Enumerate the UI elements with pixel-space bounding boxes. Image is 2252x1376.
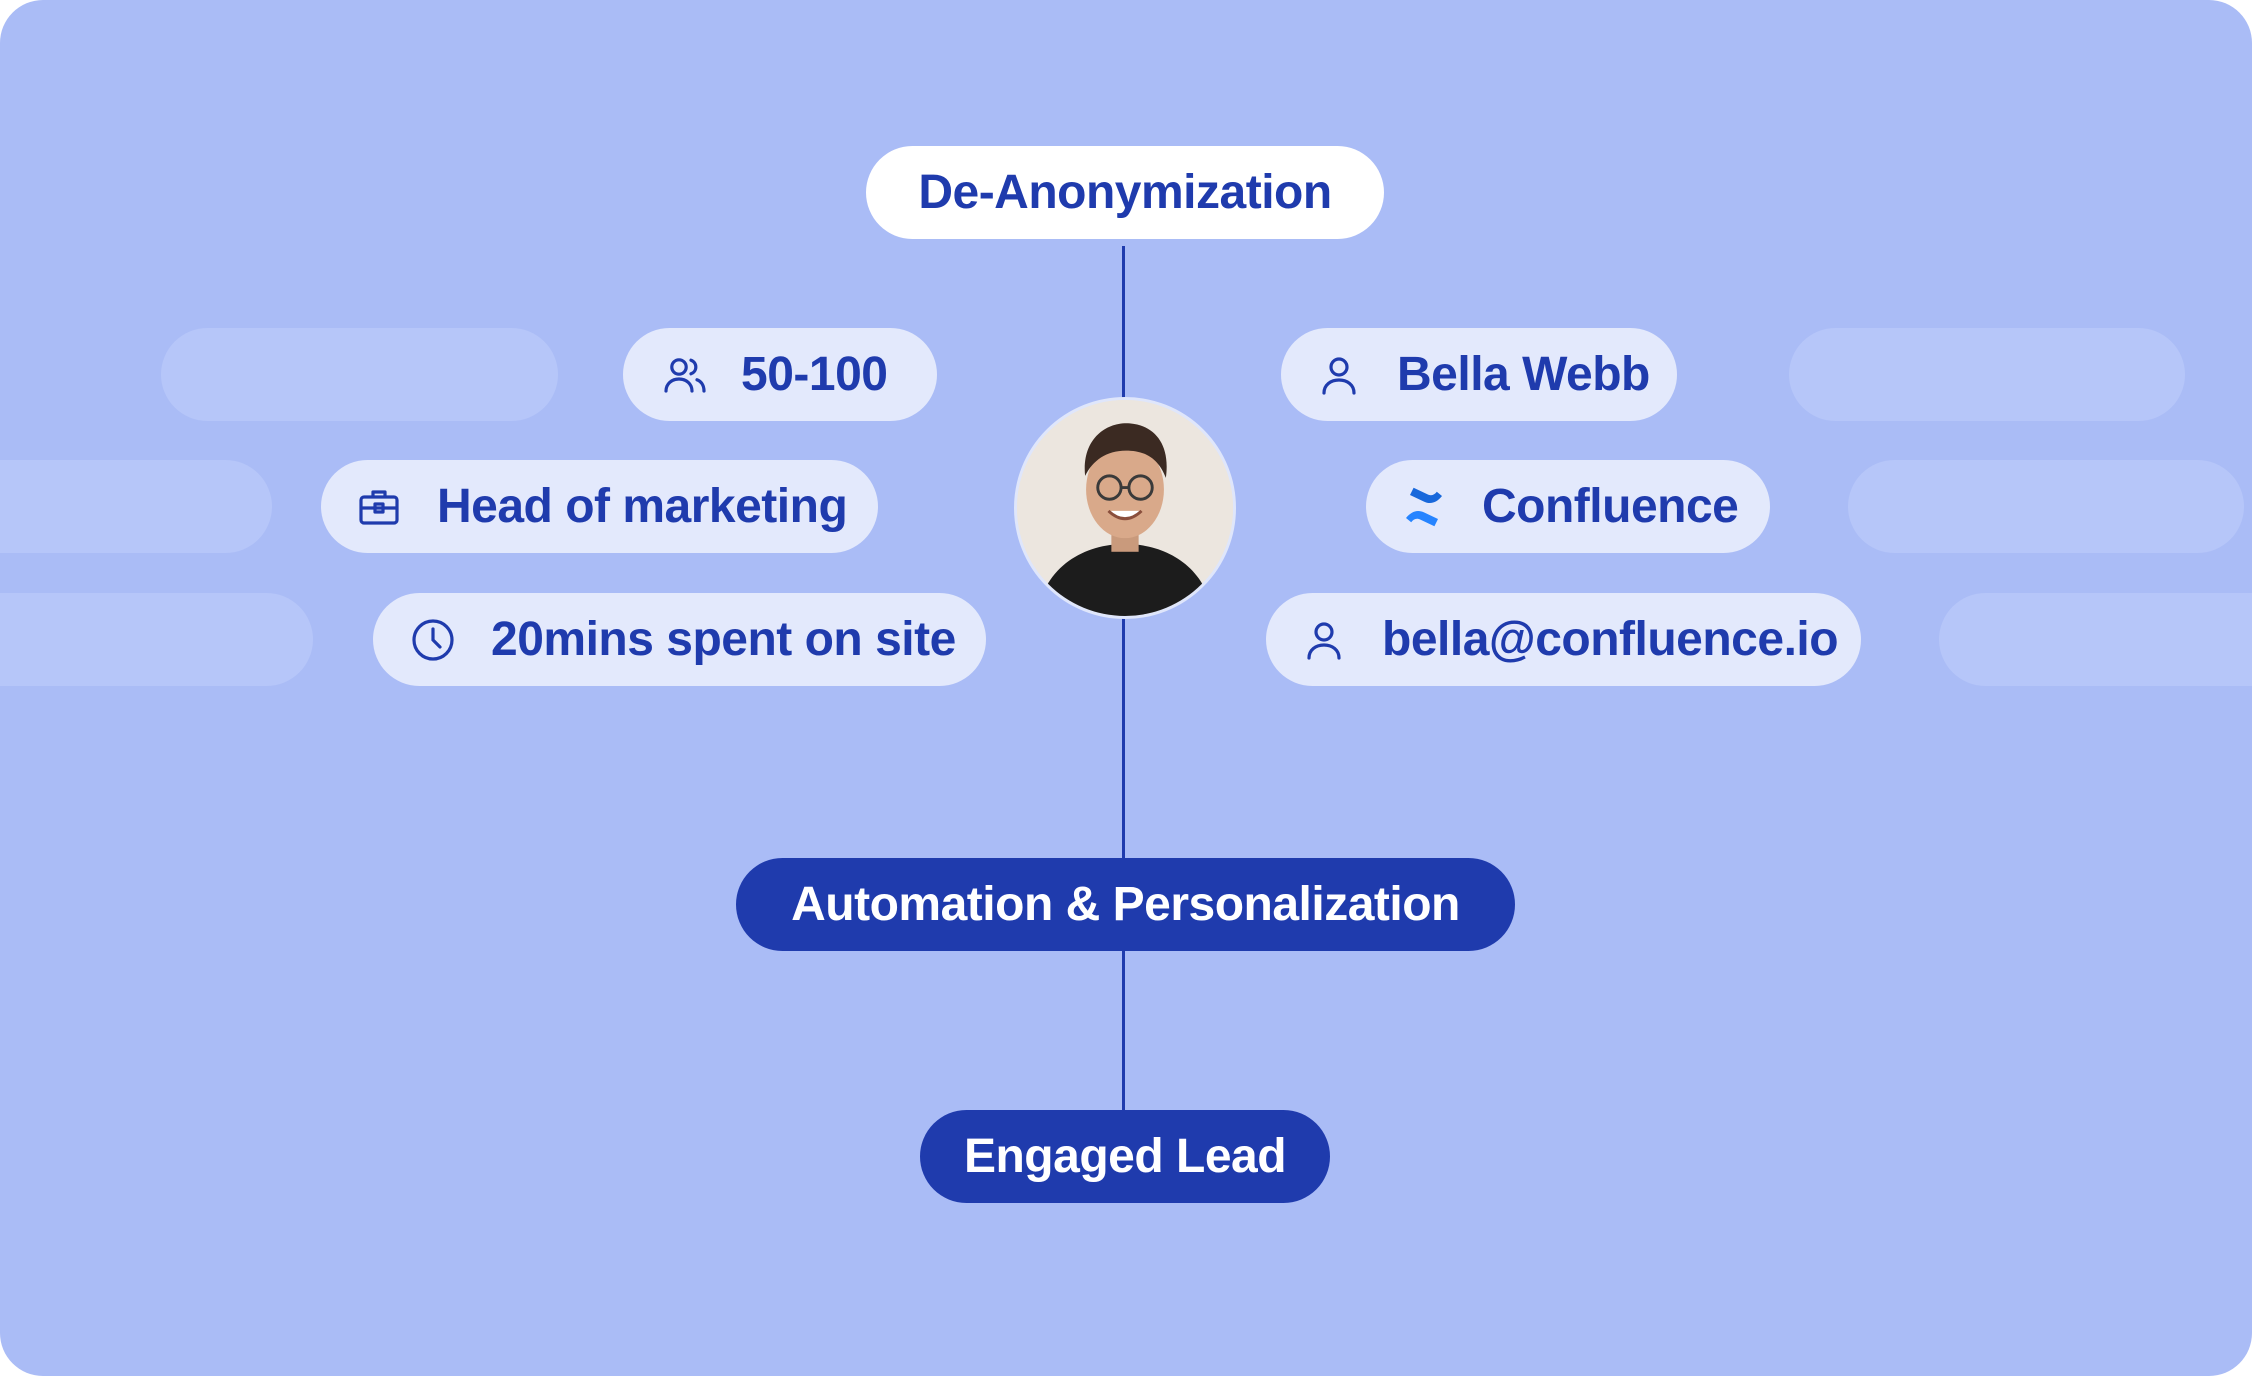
- avatar: [1014, 397, 1236, 619]
- placeholder-pill: [161, 328, 558, 421]
- briefcase-icon: [353, 481, 405, 533]
- stage-de-anonymization: De-Anonymization: [866, 146, 1384, 239]
- user-icon: [1298, 614, 1350, 666]
- connector-line-top: [1122, 246, 1125, 398]
- placeholder-pill: [0, 460, 272, 553]
- tag-company-size: 50-100: [623, 328, 937, 421]
- placeholder-pill: [1789, 328, 2185, 421]
- stage-label: Automation & Personalization: [791, 877, 1460, 932]
- tag-time-on-site: 20mins spent on site: [373, 593, 986, 686]
- tag-label: Confluence: [1482, 479, 1738, 534]
- tag-job-title: Head of marketing: [321, 460, 878, 553]
- placeholder-pill: [0, 593, 313, 686]
- tag-label: 50-100: [741, 347, 887, 402]
- tag-label: bella@confluence.io: [1382, 612, 1838, 667]
- stage-automation-personalization: Automation & Personalization: [736, 858, 1515, 951]
- clock-icon: [407, 614, 459, 666]
- user-icon: [1313, 349, 1365, 401]
- connector-line-middle: [1122, 617, 1125, 860]
- stage-label: De-Anonymization: [918, 165, 1331, 220]
- connector-line-bottom: [1122, 950, 1125, 1112]
- tag-email: bella@confluence.io: [1266, 593, 1861, 686]
- tag-name: Bella Webb: [1281, 328, 1677, 421]
- tag-label: Head of marketing: [437, 479, 847, 534]
- users-icon: [659, 349, 711, 401]
- confluence-logo-icon: [1398, 481, 1450, 533]
- stage-engaged-lead: Engaged Lead: [920, 1110, 1330, 1203]
- tag-company: Confluence: [1366, 460, 1770, 553]
- stage-label: Engaged Lead: [964, 1129, 1286, 1184]
- placeholder-pill: [1939, 593, 2252, 686]
- person-photo: [1017, 400, 1233, 616]
- placeholder-pill: [1848, 460, 2244, 553]
- tag-label: Bella Webb: [1397, 347, 1650, 402]
- tag-label: 20mins spent on site: [491, 612, 956, 667]
